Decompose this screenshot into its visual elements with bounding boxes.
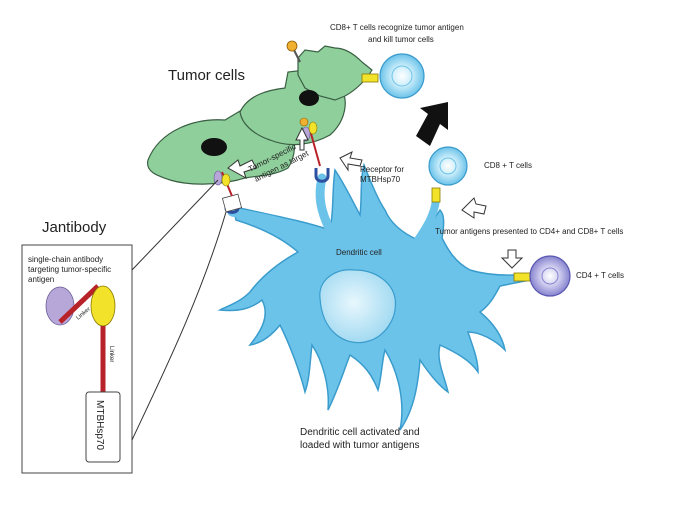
receptor-1 bbox=[314, 168, 330, 183]
jab-desc-1: single-chain antibody bbox=[28, 255, 103, 264]
hollow-arrows bbox=[227, 126, 524, 269]
tumor-nucleus-1 bbox=[201, 138, 227, 156]
cd8-t-cell-top bbox=[361, 53, 425, 99]
linker-label-2: Linker bbox=[108, 346, 114, 362]
cd4-t-cell bbox=[513, 255, 571, 297]
dc-activated-label-2: loaded with tumor antigens bbox=[300, 440, 420, 451]
cd8-kill-label-2: and kill tumor cells bbox=[368, 35, 434, 44]
receptor-label-2: MTBHsp70 bbox=[360, 175, 401, 184]
hollow-arrow-tumor-antigen bbox=[227, 159, 257, 180]
dc-activated-label-1: Dendritic cell activated and bbox=[300, 427, 420, 438]
hollow-arrow-receptor bbox=[339, 151, 363, 172]
zoom-line-top bbox=[131, 179, 219, 271]
cd8-t-cell-mid bbox=[428, 146, 468, 203]
presented-label: Tumor antigens presented to CD4+ and CD8… bbox=[435, 227, 623, 236]
receptor-label-1: Receptor for bbox=[360, 165, 404, 174]
big-black-arrow bbox=[416, 102, 448, 146]
hollow-arrow-upward bbox=[295, 126, 309, 151]
hollow-arrow-cd8 bbox=[461, 197, 487, 219]
cd8-cells-label: CD8 + T cells bbox=[484, 161, 532, 170]
antigen-top bbox=[286, 40, 301, 63]
tumor-nucleus-2 bbox=[299, 90, 319, 106]
mtbhsp70-box bbox=[85, 391, 121, 463]
cd4-cells-label: CD4 + T cells bbox=[576, 271, 624, 280]
jantibody-structure bbox=[45, 284, 121, 463]
tumor-cells: Tumor cells bbox=[146, 45, 373, 185]
hollow-arrow-cd4 bbox=[500, 249, 524, 269]
zoom-line-bottom bbox=[131, 211, 227, 441]
tumor-cell-right bbox=[297, 45, 373, 101]
receptors bbox=[221, 168, 330, 214]
tumor-cells-title: Tumor cells bbox=[168, 67, 245, 84]
mtbhsp70-label: MTBHsp70 bbox=[94, 400, 105, 450]
jab-desc-3: antigen bbox=[28, 275, 54, 284]
cd8-kill-label-1: CD8+ T cells recognize tumor antigen bbox=[330, 23, 464, 32]
dendritic-nucleus bbox=[319, 269, 397, 344]
jantibody-title: Jantibody bbox=[42, 219, 107, 236]
jab-desc-2: targeting tumor-specific bbox=[28, 265, 111, 274]
dendritic-cell: Dendritic cell bbox=[217, 162, 531, 431]
scfv-yellow-domain bbox=[90, 285, 116, 327]
linker-diagonal bbox=[58, 284, 100, 324]
dendritic-cell-label: Dendritic cell bbox=[336, 248, 382, 257]
